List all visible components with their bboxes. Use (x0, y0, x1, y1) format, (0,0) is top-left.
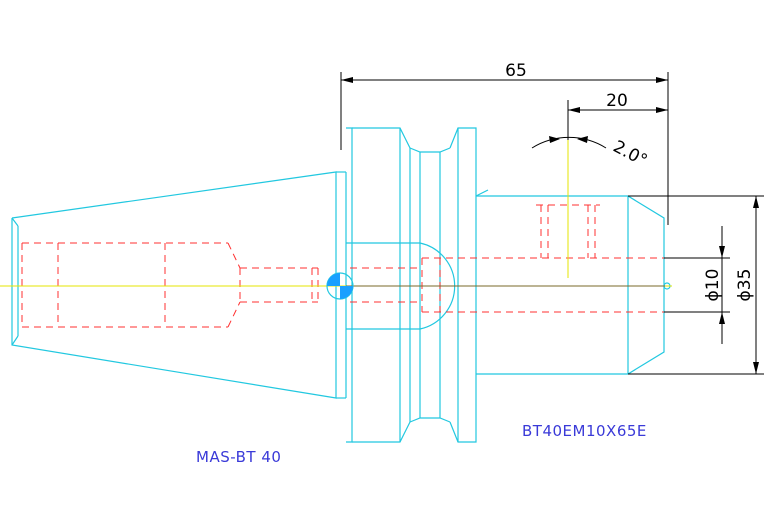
left-flange-outline (346, 127, 353, 443)
end-length-text: 20 (606, 91, 628, 111)
dimension-bore-diameter: ϕ10 (664, 226, 730, 344)
tool-holder-outline (11, 127, 671, 443)
right-flange-outline (449, 127, 477, 443)
bore-diameter-text: ϕ10 (703, 269, 723, 302)
dimension-body-diameter: ϕ35 (628, 195, 764, 375)
body-diameter-text: ϕ35 (735, 269, 755, 302)
overall-length-text: 65 (505, 61, 527, 81)
origin-marker (326, 272, 354, 300)
taper-shank-outline (11, 171, 337, 399)
part-number-label: BT40EM10X65E (522, 422, 647, 440)
taper-angle-text: 2.0° (610, 137, 651, 171)
body-outline (476, 195, 665, 375)
adapter-standard-label: MAS-BT 40 (196, 448, 281, 466)
hidden-lines (21, 204, 665, 328)
v-groove-outline (409, 147, 451, 153)
dimension-overall-length: 65 (340, 61, 669, 225)
dimension-taper-angle: 2.0° (531, 136, 651, 171)
dimension-end-length: 20 (567, 91, 668, 140)
